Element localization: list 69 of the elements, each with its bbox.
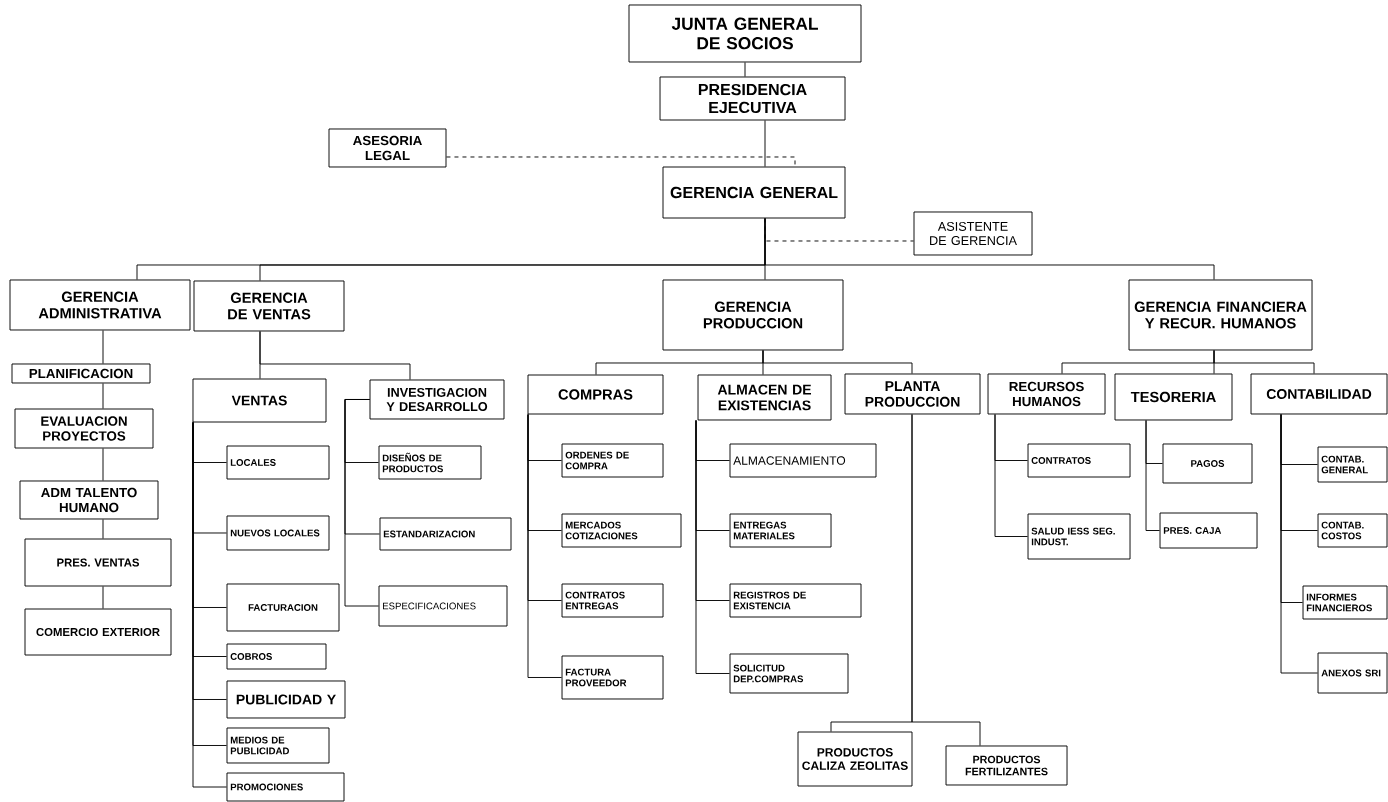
org-box: PRODUCTOS CALIZA ZEOLITAS	[797, 731, 913, 787]
org-box: ANEXOS SRI	[1317, 652, 1388, 694]
org-box: GERENCIA DE VENTAS	[193, 280, 345, 332]
org-box: REGISTROS DE EXISTENCIA	[729, 583, 862, 618]
org-box: COMERCIO EXTERIOR	[24, 608, 172, 656]
org-box: FACTURACION	[226, 583, 340, 632]
org-box: PRES. CAJA	[1159, 512, 1258, 549]
connector-line	[911, 414, 981, 746]
org-box: SOLICITUD DEP.COMPRAS	[729, 653, 849, 694]
org-box: MEDIOS DE PUBLICIDAD	[226, 727, 330, 764]
org-box: PRESIDENCIA EJECUTIVA	[659, 76, 846, 121]
connector-line	[1213, 350, 1315, 374]
connector-line	[259, 331, 411, 380]
org-box: ESPECIFICACIONES	[378, 585, 508, 627]
connector-line	[102, 383, 104, 409]
org-box: PUBLICIDAD Y	[226, 680, 346, 719]
org-box: FACTURA PROVEEDOR	[561, 655, 664, 700]
connector-line	[762, 350, 913, 374]
org-box: SALUD IESS SEG. INDUST.	[1027, 513, 1131, 560]
org-box: CONTRATOS	[1027, 443, 1131, 478]
connector-line	[994, 414, 1028, 537]
org-box: COMPRAS	[527, 374, 664, 415]
org-box: ADM TALENTO HUMANO	[19, 480, 159, 520]
connector-line	[102, 448, 104, 481]
org-box: VENTAS	[192, 378, 327, 423]
connector-line	[1280, 414, 1319, 674]
org-box: COBROS	[226, 643, 327, 670]
org-box: EVALUACION PROYECTOS	[14, 408, 154, 449]
org-box: ALMACENAMIENTO	[729, 443, 877, 478]
org-box: INVESTIGACION Y DESARROLLO	[369, 379, 505, 420]
connector-line	[744, 62, 746, 77]
org-box: ENTREGAS MATERIALES	[729, 513, 832, 548]
org-box: PRES. VENTAS	[24, 538, 172, 587]
org-box: CONTRATOS ENTREGAS	[561, 583, 664, 618]
org-box: CONTABILIDAD	[1250, 373, 1388, 415]
org-box: PLANIFICACION	[11, 363, 151, 384]
connector-line	[695, 420, 730, 674]
connector-line	[344, 399, 379, 607]
org-box: CONTAB. GENERAL	[1317, 446, 1388, 483]
connector-line	[102, 586, 104, 609]
org-box: ORDENES DE COMPRA	[561, 443, 664, 478]
org-box: PROMOCIONES	[226, 772, 345, 802]
connector-line	[102, 330, 104, 364]
connector-line	[527, 414, 562, 678]
org-box: TESORERIA	[1114, 373, 1233, 421]
org-box: GERENCIA GENERAL	[662, 166, 846, 219]
org-box: GERENCIA FINANCIERA Y RECUR. HUMANOS	[1128, 279, 1313, 351]
connector-line	[446, 156, 796, 167]
org-box: LOCALES	[226, 445, 330, 480]
org-box: PRODUCTOS FERTILIZANTES	[945, 745, 1068, 786]
org-box: JUNTA GENERAL DE SOCIOS	[628, 4, 862, 63]
org-box: ESTANDARIZACION	[379, 517, 512, 551]
org-box: INFORMES FINANCIEROS	[1302, 585, 1388, 620]
org-box: PLANTA PRODUCCION	[844, 373, 981, 415]
org-box: ASESORIA LEGAL	[328, 128, 447, 168]
org-box: ALMACEN DE EXISTENCIAS	[697, 374, 832, 421]
org-box: ASISTENTE DE GERENCIA	[913, 211, 1033, 256]
connector-line	[102, 519, 104, 539]
org-box: DISEÑOS DE PRODUCTOS	[378, 445, 482, 480]
org-box: RECURSOS HUMANOS	[987, 373, 1106, 415]
org-box: GERENCIA PRODUCCION	[662, 279, 844, 351]
org-box: CONTAB. COSTOS	[1317, 513, 1388, 548]
connector-line	[764, 218, 1215, 280]
org-box: MERCADOS COTIZACIONES	[561, 513, 682, 548]
connector-line	[764, 120, 766, 167]
org-box: GERENCIA ADMINISTRATIVA	[9, 279, 191, 331]
connector-line	[1145, 420, 1161, 531]
org-box: PAGOS	[1162, 443, 1253, 484]
org-box: NUEVOS LOCALES	[226, 515, 330, 551]
